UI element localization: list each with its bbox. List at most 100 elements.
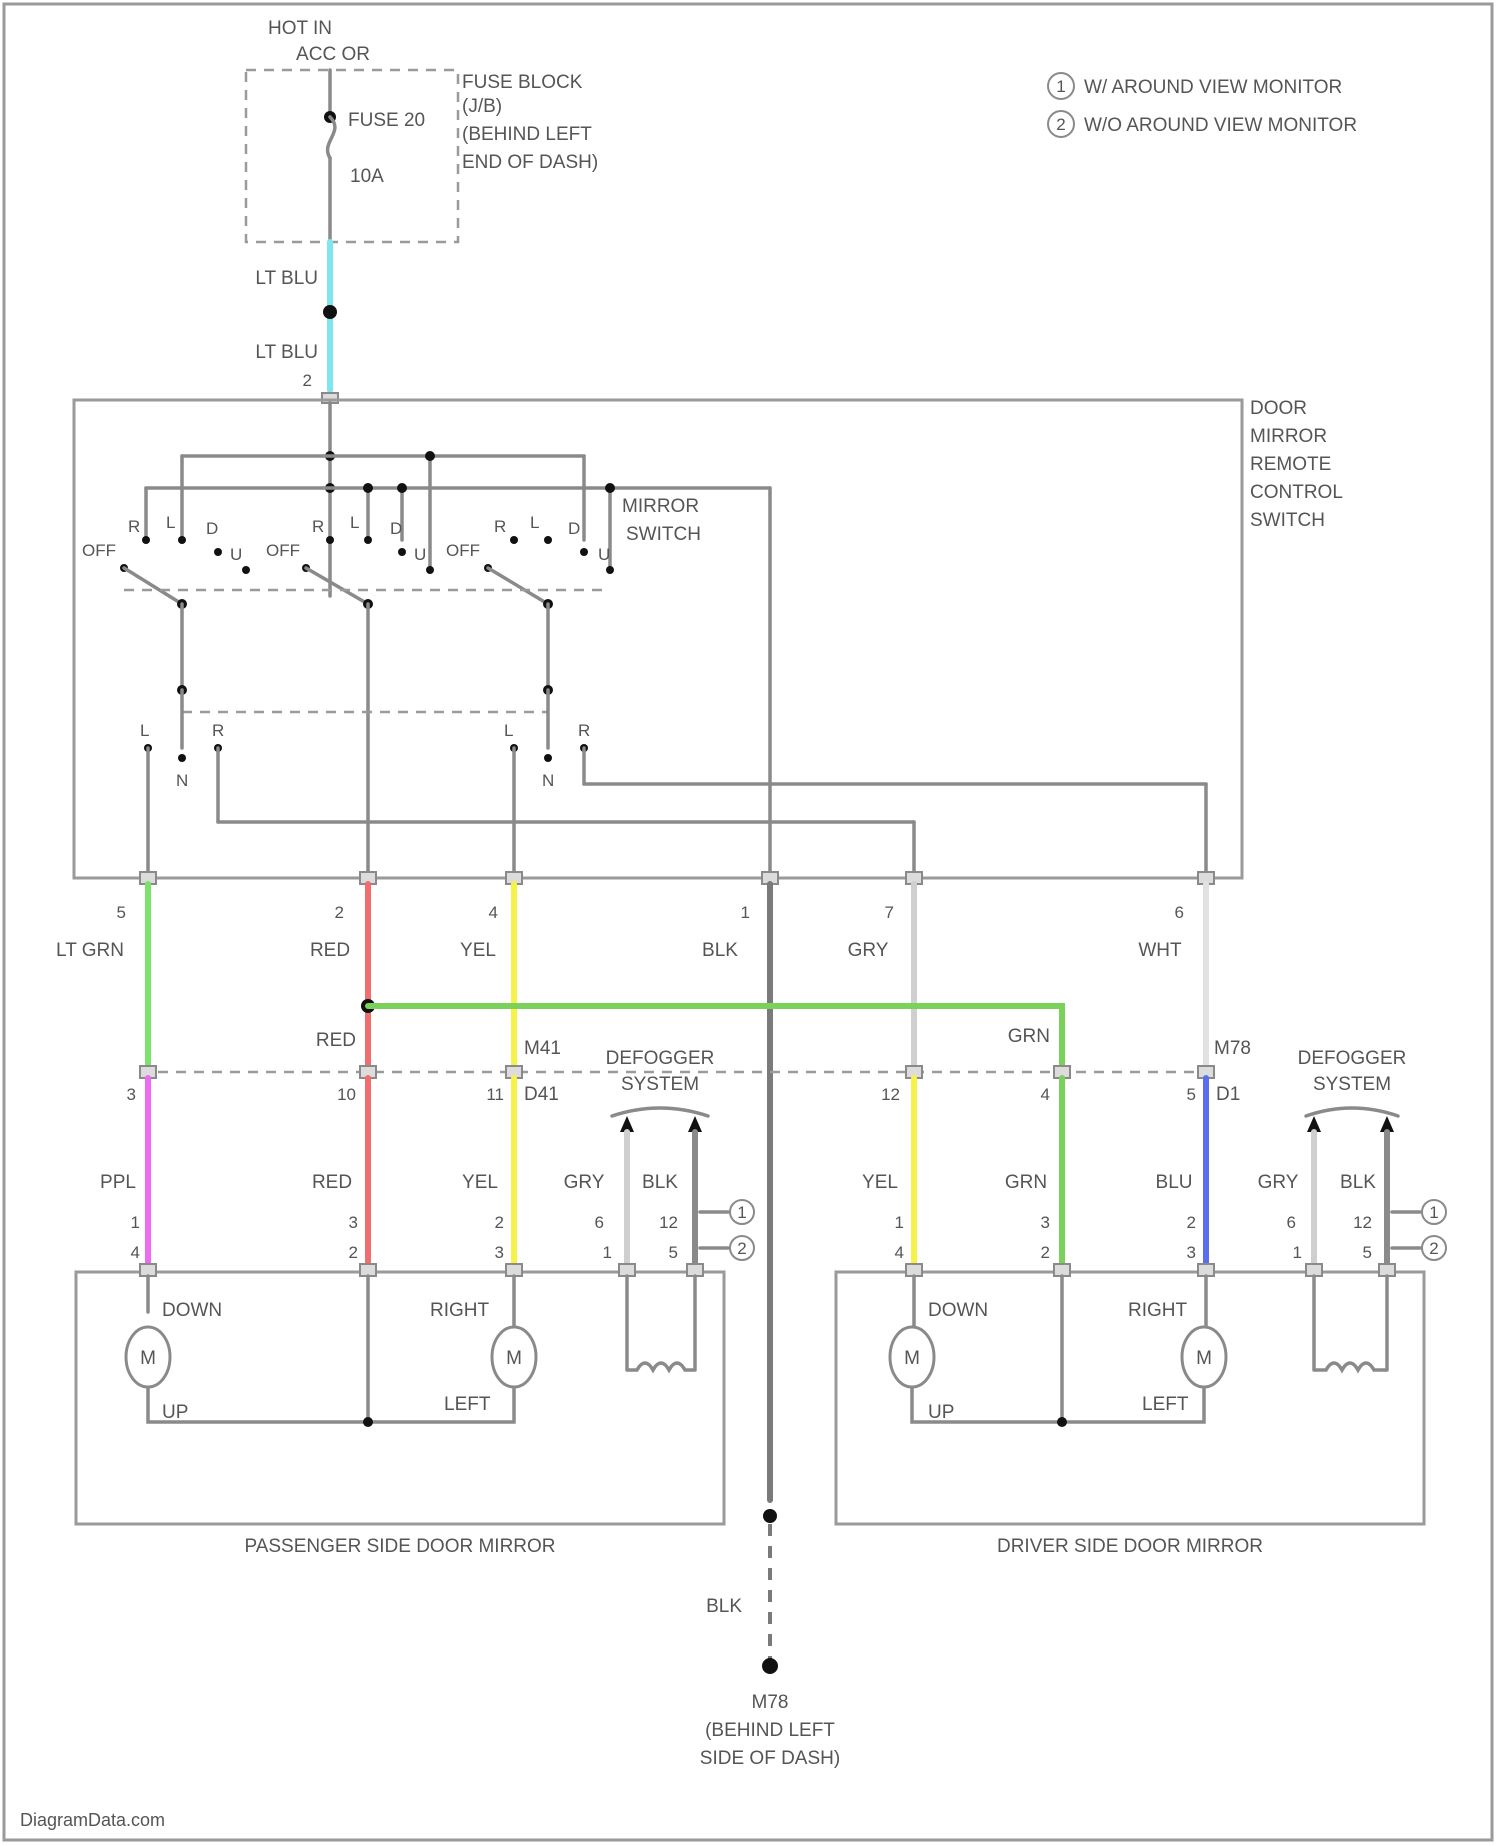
driver-heater-element [1314,1276,1387,1370]
driver-conn-pin-2: 4 [1041,1085,1050,1104]
switch-pin-2: 2 [335,903,344,922]
bus-node-e [397,483,407,493]
driver-pin-c1: 2 [1187,1213,1196,1232]
bus-node-f [605,483,615,493]
passenger-wire-label-1: PPL [100,1172,136,1193]
bus-node-c [425,451,435,461]
passenger-conn-pin-2: 10 [337,1085,356,1104]
driver-motor-1-label: M [904,1348,920,1369]
driver-defogger-title-2: SYSTEM [1313,1074,1391,1095]
feed-pin: 2 [303,371,312,390]
switch-pin-1: 1 [741,903,750,922]
fuse-block-line-3: (BEHIND LEFT [462,124,592,145]
fuse-rating: 10A [350,166,384,187]
switch-1-l-label: L [166,513,175,532]
passenger-defogger-title-1: DEFOGGER [606,1048,715,1069]
passenger-defogger-brace [612,1108,708,1116]
wire-label-lt-grn: LT GRN [56,940,124,961]
ground-label-3: SIDE OF DASH) [700,1748,840,1769]
switch-pin-6: 6 [1175,903,1184,922]
driver-mirror-title: DRIVER SIDE DOOR MIRROR [997,1536,1263,1557]
driver-right-label: RIGHT [1128,1300,1188,1321]
legend-text-2: W/O AROUND VIEW MONITOR [1084,115,1357,136]
passenger-ref-1: 1 [737,1203,746,1222]
power-source-line-1: HOT IN [268,18,332,39]
passenger-motor-1-label: M [140,1348,156,1369]
feed-splice [323,305,337,319]
selector-1-l: L [140,721,149,740]
switch-1-r-label: R [128,517,140,536]
legend-number-1: 1 [1056,77,1065,96]
ground-splice [763,1509,777,1523]
remote-switch-title-4: CONTROL [1250,482,1343,503]
passenger-wire-label-3: YEL [462,1172,498,1193]
switch-group-3: OFF R L D U [446,513,614,690]
wire-label-blk: BLK [702,940,738,961]
driver-pin-b2: 2 [1041,1243,1050,1262]
switch-1-u-label: U [230,545,242,564]
passenger-pin-a1: 1 [131,1213,140,1232]
selector-1-r: R [212,721,224,740]
bus-node-d [363,483,373,493]
switch-2-d-label: D [390,519,402,538]
driver-wire-label-2: GRN [1005,1172,1047,1193]
left-connector-sub: D41 [524,1084,559,1105]
passenger-defogger-title-2: SYSTEM [621,1074,699,1095]
ground-wire-label: BLK [706,1596,742,1617]
driver-defogger-brace [1306,1108,1398,1116]
selector-1-n: N [176,771,188,790]
ground-label-1: M78 [752,1692,789,1713]
driver-up-label: UP [928,1402,954,1423]
driver-ref-1: 1 [1429,1203,1438,1222]
switch-1-off-label: OFF [82,541,116,560]
passenger-ref-2: 2 [737,1239,746,1258]
wire-label-red: RED [310,940,350,961]
passenger-up-label: UP [162,1402,188,1423]
passenger-conn-pin-3: 11 [486,1085,504,1104]
remote-switch-title-2: MIRROR [1250,426,1327,447]
switch-group-1: OFF R L D U [82,513,250,690]
fuse-name: FUSE 20 [348,110,425,131]
legend-text-1: W/ AROUND VIEW MONITOR [1084,77,1342,98]
driver-conn-pin-3: 5 [1187,1085,1196,1104]
switch-3-u-label: U [598,545,610,564]
switch-2-off-label: OFF [266,541,300,560]
driver-left-label: LEFT [1142,1394,1189,1415]
driver-motor-2-label: M [1196,1348,1212,1369]
ground-label-2: (BEHIND LEFT [705,1720,835,1741]
driver-defogger-blk-pin-2: 5 [1363,1243,1372,1262]
wire-label-wht: WHT [1138,940,1182,961]
remote-switch-title-3: REMOTE [1250,454,1331,475]
driver-defogger-gry-pin-2: 1 [1293,1243,1302,1262]
switch-3-r-label: R [494,517,506,536]
selector-2-l: L [504,721,513,740]
driver-defogger-title-1: DEFOGGER [1298,1048,1407,1069]
passenger-defogger-blk-pin-2: 5 [669,1243,678,1262]
selector-2-n: N [542,771,554,790]
legend-number-2: 2 [1056,115,1065,134]
driver-down-label: DOWN [928,1300,988,1321]
passenger-pin-a2: 4 [131,1243,140,1262]
switch-3-d-label: D [568,519,580,538]
driver-conn-pin-1: 12 [881,1085,900,1104]
driver-defogger-blk-pin-1: 12 [1353,1213,1372,1232]
junction-grn-label: GRN [1008,1026,1050,1047]
fuse-block-line-2: (J/B) [462,96,502,117]
passenger-defogger-blk-label: BLK [642,1172,678,1193]
driver-defogger-gry-label: GRY [1258,1172,1299,1193]
driver-ref-2: 2 [1429,1239,1438,1258]
passenger-pin-b2: 2 [349,1243,358,1262]
passenger-pin-b1: 3 [349,1213,358,1232]
right-connector-id: M78 [1214,1038,1251,1059]
left-connector-id: M41 [524,1038,561,1059]
passenger-defogger-gry-pin-2: 1 [603,1243,612,1262]
passenger-conn-pin-1: 3 [127,1085,136,1104]
mirror-switch-label-1: MIRROR [622,496,699,517]
driver-pin-b1: 3 [1041,1213,1050,1232]
driver-defogger-gry-pin-1: 6 [1287,1213,1296,1232]
switch-2-u-label: U [414,545,426,564]
passenger-defogger-gry-pin-1: 6 [595,1213,604,1232]
feed-wire-lower-label: LT BLU [255,342,318,363]
remote-switch-title-1: DOOR [1250,398,1307,419]
wire-label-yel: YEL [460,940,496,961]
